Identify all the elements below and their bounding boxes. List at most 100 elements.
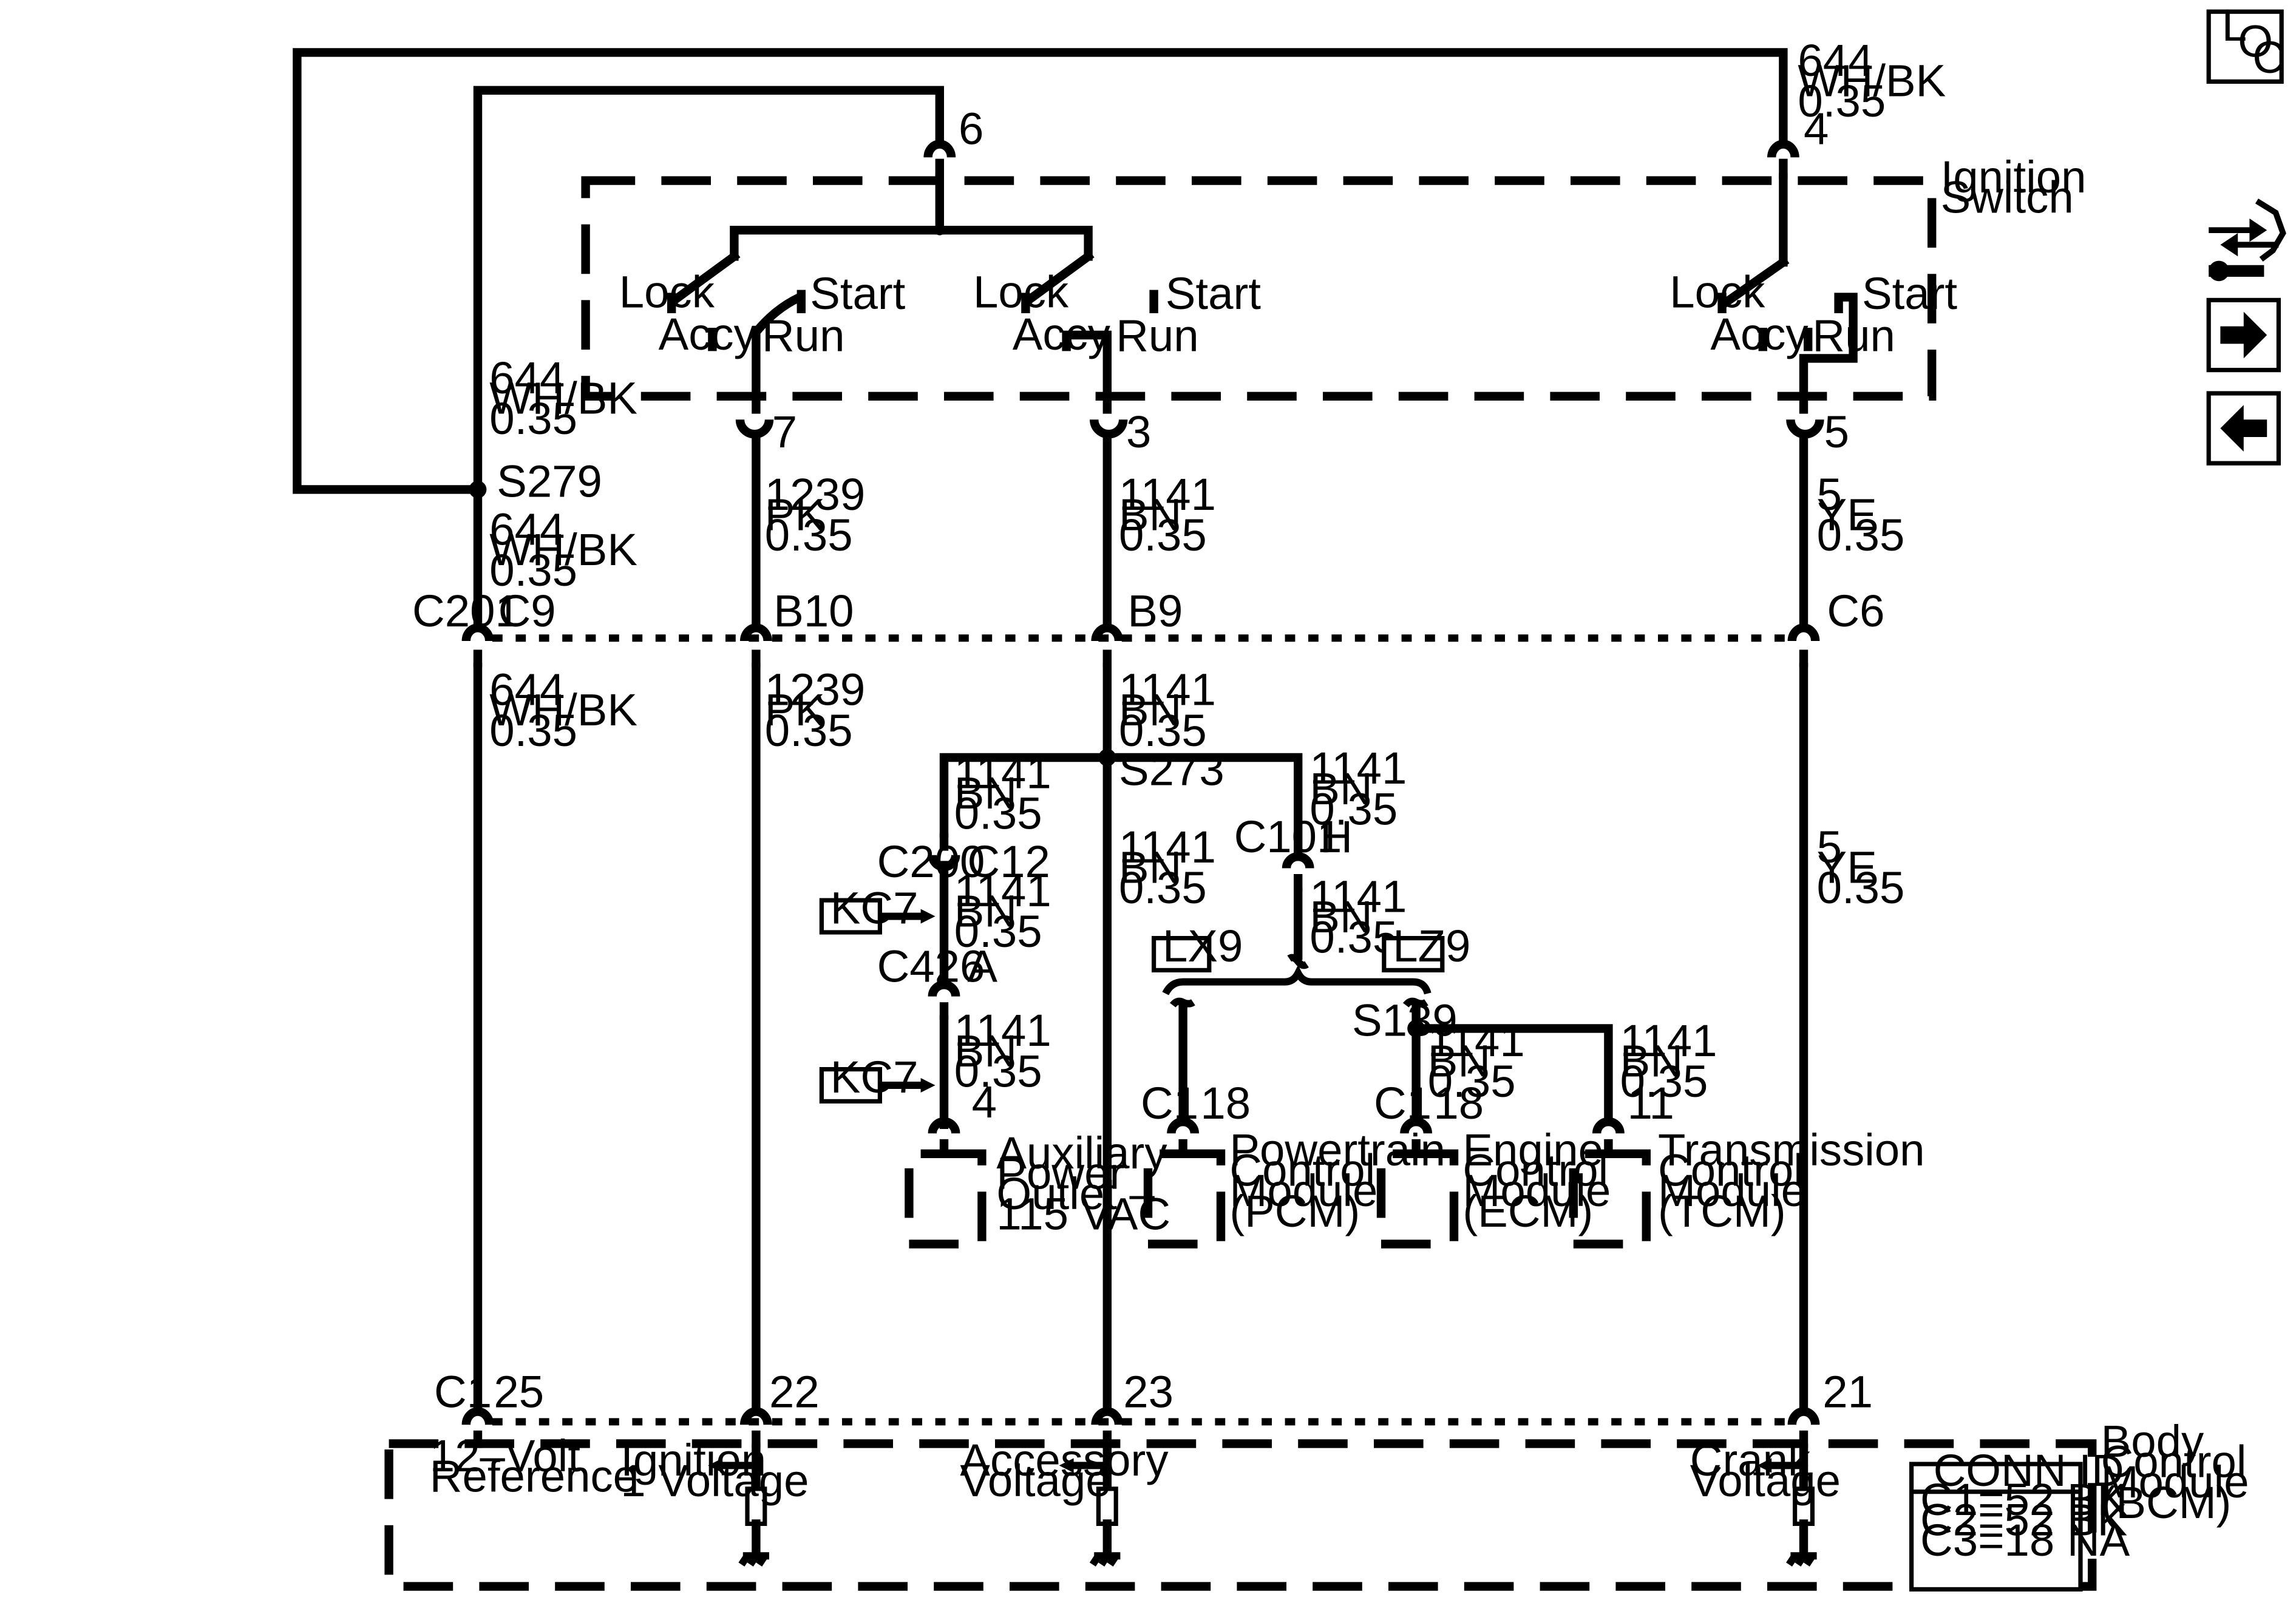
svg-text:0.35: 0.35 bbox=[1309, 784, 1398, 834]
splice-s279-label: S279 bbox=[497, 456, 602, 506]
svg-text:0.35: 0.35 bbox=[765, 705, 853, 756]
svg-text:0.35: 0.35 bbox=[1119, 510, 1207, 560]
pcm-pin-18-label: 18 bbox=[1200, 1078, 1251, 1128]
ignition-1-input: Ignition 1 Voltage bbox=[620, 1435, 809, 1564]
conn-id-title: CONN ID bbox=[1934, 1445, 2124, 1496]
switch2-lock-label: Lock bbox=[973, 266, 1069, 317]
svg-text:1141: 1141 bbox=[1309, 871, 1407, 921]
splice-s273: S273 bbox=[939, 745, 1303, 861]
wire-1141-label-b: 1141 BN 0.35 bbox=[1119, 665, 1216, 756]
c200-label: C200 bbox=[877, 836, 985, 887]
bcm-12v-ref-label-2: Reference bbox=[430, 1451, 638, 1502]
bcm-connector-c1: C1 25 22 23 21 bbox=[434, 1366, 1873, 1448]
top-wiring bbox=[293, 48, 1788, 631]
ignition-switch-title-2: Switch bbox=[1941, 172, 2074, 222]
ignition-switch: Ignition Switch Lock Accy Run Start Lock… bbox=[581, 152, 2086, 401]
pin-7-label: 7 bbox=[772, 407, 797, 457]
arrow-right-icon bbox=[2220, 311, 2267, 359]
svg-text:Auxiliary: Auxiliary bbox=[996, 1128, 1167, 1178]
tcm-pin-11-label: 11 bbox=[1628, 1078, 1674, 1128]
loc-button[interactable]: L O C bbox=[2206, 0, 2285, 84]
svg-text:BN: BN bbox=[954, 1026, 1017, 1076]
svg-text:0.35: 0.35 bbox=[1817, 863, 1905, 913]
svg-text:115 VAC: 115 VAC bbox=[996, 1189, 1170, 1239]
svg-text:1 Voltage: 1 Voltage bbox=[620, 1456, 809, 1506]
auxiliary-power-outlet-module: Auxiliary Power Outlet – 115 VAC bbox=[905, 1128, 1170, 1249]
svg-text:Ignition: Ignition bbox=[620, 1435, 766, 1485]
svg-text:Module: Module bbox=[2101, 1457, 2249, 1507]
svg-text:BN: BN bbox=[1309, 764, 1372, 814]
ecm-pin-18-label: 18 bbox=[1433, 1078, 1484, 1128]
svg-text:0.35: 0.35 bbox=[954, 1046, 1042, 1096]
svg-text:BN: BN bbox=[1428, 1036, 1490, 1086]
svg-text:BN: BN bbox=[1309, 892, 1372, 942]
arrow-left-icon bbox=[2220, 405, 2267, 452]
svg-text:(TCM): (TCM) bbox=[1658, 1186, 1786, 1236]
c201-connector: C201 C9 B10 B9 C6 bbox=[412, 586, 1885, 668]
svg-text:Module: Module bbox=[1462, 1165, 1611, 1216]
svg-text:PK: PK bbox=[765, 490, 825, 540]
svg-text:Control: Control bbox=[1462, 1145, 1608, 1196]
loc-letter-o: O bbox=[2238, 16, 2273, 67]
bcm-pin-22-label: 22 bbox=[769, 1366, 820, 1417]
bcm-pin-23-label: 23 bbox=[1123, 1366, 1173, 1417]
switch3-run-label: Run bbox=[1812, 310, 1895, 361]
switch1-accy-label: Accy bbox=[659, 309, 757, 359]
svg-text:1141: 1141 bbox=[1119, 822, 1216, 872]
next-page-button[interactable] bbox=[2206, 297, 2281, 373]
ignition-switch-outline bbox=[581, 176, 1937, 401]
svg-text:Transmission: Transmission bbox=[1658, 1125, 1925, 1175]
c6-label: C6 bbox=[1827, 586, 1884, 636]
kc7-option-box-2: KC7 bbox=[819, 1052, 936, 1103]
tcm-module: Transmission Control Module (TCM) bbox=[1569, 1125, 1925, 1249]
svg-text:Accessory: Accessory bbox=[960, 1435, 1169, 1485]
b9-label: B9 bbox=[1127, 586, 1183, 636]
svg-text:Engine: Engine bbox=[1462, 1125, 1603, 1175]
svg-text:YE: YE bbox=[1817, 490, 1877, 540]
svg-text:Outlet –: Outlet – bbox=[996, 1168, 1155, 1219]
arrow-left-small-icon bbox=[2220, 233, 2279, 257]
wire-1141-label-i: 1141 BN 0.35 bbox=[1428, 1015, 1525, 1107]
wrench-head-icon bbox=[2209, 260, 2229, 282]
switch1-run-label: Run bbox=[762, 310, 844, 361]
svg-text:(PCM): (PCM) bbox=[1229, 1186, 1360, 1236]
svg-text:0.35: 0.35 bbox=[1119, 863, 1207, 913]
svg-text:Crank: Crank bbox=[1690, 1435, 1811, 1485]
conn-id-row-3: C3=18 NA bbox=[1920, 1515, 2130, 1565]
svg-text:1141: 1141 bbox=[1309, 743, 1407, 793]
aux-branch: 1141 BN 0.35 C200 C12 1141 BN 0.35 KC7 C… bbox=[819, 747, 1051, 1154]
svg-text:0.35: 0.35 bbox=[489, 393, 577, 444]
svg-text:0.35: 0.35 bbox=[1119, 705, 1207, 756]
wire-644-outer-loop bbox=[293, 48, 1788, 494]
svg-text:WH/BK: WH/BK bbox=[489, 685, 637, 735]
svg-text:1141: 1141 bbox=[1119, 469, 1216, 520]
svg-text:1239: 1239 bbox=[765, 469, 865, 520]
svg-text:644: 644 bbox=[489, 353, 565, 403]
splice-s139-label: S139 bbox=[1352, 995, 1458, 1045]
previous-page-button[interactable] bbox=[2206, 391, 2281, 466]
conn-id-table: CONN ID C1=52 BK C2=52 BK C3=18 NA bbox=[1909, 1445, 2130, 1592]
bcm-pin-25-label: 25 bbox=[494, 1366, 544, 1417]
svg-text:5: 5 bbox=[1817, 822, 1842, 872]
connector-repair-icon[interactable] bbox=[2209, 198, 2286, 282]
wire-1141-label-c: 1141 BN 0.35 bbox=[1119, 822, 1216, 913]
bcm-c1-label: C1 bbox=[434, 1366, 492, 1417]
switch-section-2: Lock Accy Run Start bbox=[973, 250, 1261, 401]
wire-644-label-b: 644 WH/BK 0.35 bbox=[489, 504, 637, 595]
arrow-right-small-icon bbox=[2209, 219, 2267, 242]
svg-text:(BCM): (BCM) bbox=[2101, 1477, 2232, 1528]
svg-text:KC7: KC7 bbox=[830, 883, 919, 934]
svg-text:0.35: 0.35 bbox=[1620, 1056, 1708, 1107]
loc-button-frame bbox=[2206, 9, 2284, 84]
svg-text:1141: 1141 bbox=[1620, 1015, 1717, 1066]
pin-6-label: 6 bbox=[959, 104, 983, 154]
svg-text:BN: BN bbox=[1119, 685, 1181, 735]
switch3-accy-label: Accy bbox=[1710, 309, 1809, 359]
switch-section-3: Lock Accy Run Start bbox=[1669, 173, 1957, 401]
wire-label-color: WH/BK bbox=[1798, 55, 1946, 106]
pin-3-label: 3 bbox=[1126, 407, 1151, 457]
ignition-switch-connector-3: 3 bbox=[1090, 396, 1151, 457]
svg-text:Voltage: Voltage bbox=[960, 1456, 1110, 1506]
svg-text:0.35: 0.35 bbox=[489, 705, 577, 756]
plug-outline-icon bbox=[2255, 198, 2286, 262]
